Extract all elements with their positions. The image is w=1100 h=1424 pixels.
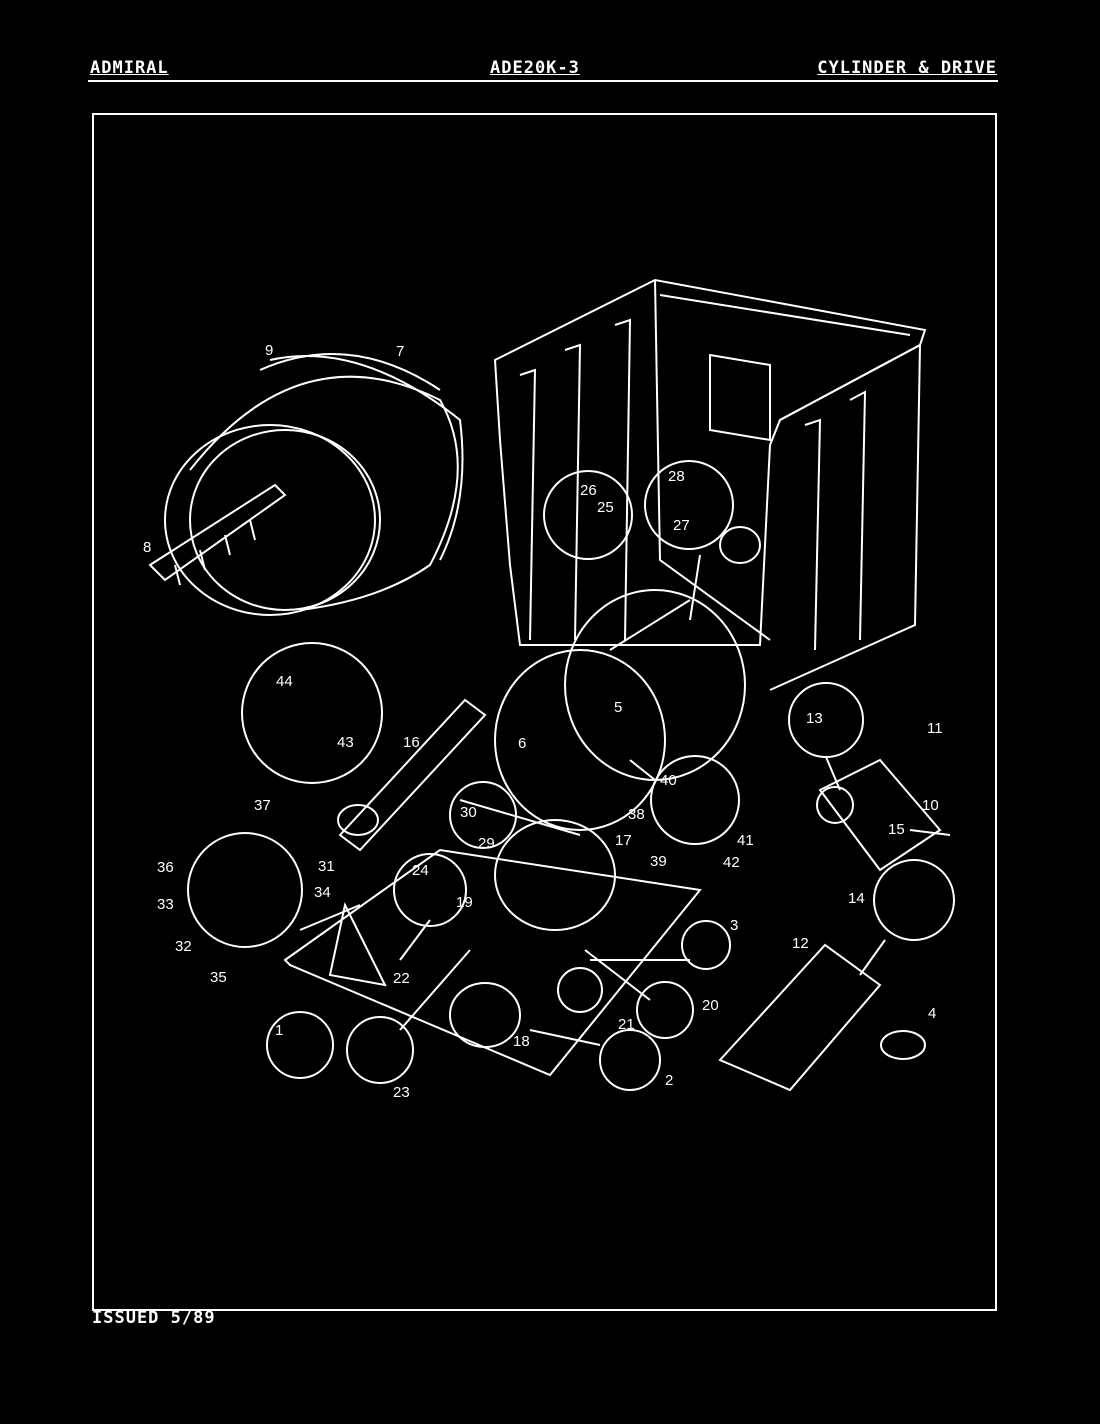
bulkhead-ring [564, 589, 746, 781]
callout-29: 29 [478, 835, 495, 852]
callout-24: 24 [412, 862, 429, 879]
callout-20: 20 [702, 997, 719, 1014]
callout-8: 8 [143, 539, 151, 556]
detail-circle-1 [266, 1011, 334, 1079]
callout-44: 44 [276, 673, 293, 690]
callout-labels: 1 2 3 4 5 6 7 8 9 10 11 12 13 14 15 16 1… [143, 342, 943, 1101]
callout-13: 13 [806, 710, 823, 727]
callout-5: 5 [614, 699, 622, 716]
callout-23: 23 [393, 1084, 410, 1101]
seal-ring [494, 649, 666, 831]
callout-25: 25 [597, 499, 614, 516]
callout-14: 14 [848, 890, 865, 907]
callout-7: 7 [396, 343, 404, 360]
callout-18: 18 [513, 1033, 530, 1050]
detail-circle-43 [241, 642, 383, 784]
callout-30: 30 [460, 804, 477, 821]
callout-26: 26 [580, 482, 597, 499]
detail-circle-32 [187, 832, 303, 948]
idler-bracket [718, 943, 882, 1092]
callout-2: 2 [665, 1072, 673, 1089]
section-title: CYLINDER & DRIVE [817, 58, 997, 78]
detail-circle-3 [681, 920, 731, 970]
drum-group [148, 353, 464, 616]
callout-16: 16 [403, 734, 420, 751]
diagram-border [92, 113, 997, 1311]
callout-34: 34 [314, 884, 331, 901]
callout-27: 27 [673, 517, 690, 534]
callout-4: 4 [928, 1005, 936, 1022]
detail-circle-38 [650, 755, 740, 845]
callout-40: 40 [660, 772, 677, 789]
issued-date: ISSUED 5/89 [92, 1308, 216, 1328]
detail-circle-2 [599, 1029, 661, 1091]
callout-42: 42 [723, 854, 740, 871]
model-number: ADE20K-3 [490, 58, 580, 78]
callout-41: 41 [737, 832, 754, 849]
callout-32: 32 [175, 938, 192, 955]
belt [338, 698, 487, 852]
detail-circle-14 [873, 859, 955, 941]
callout-36: 36 [157, 859, 174, 876]
callout-28: 28 [668, 468, 685, 485]
detail-circle-20 [636, 981, 694, 1039]
part-4 [880, 1030, 926, 1060]
cabinet-group [493, 278, 927, 691]
callout-9: 9 [265, 342, 273, 359]
callout-3: 3 [730, 917, 738, 934]
callout-31: 31 [318, 858, 335, 875]
detail-circle-27 [644, 460, 734, 550]
callout-38: 38 [628, 806, 645, 823]
detail-circle-13 [788, 682, 864, 758]
callout-37: 37 [254, 797, 271, 814]
callout-12: 12 [792, 935, 809, 952]
callout-1: 1 [275, 1022, 283, 1039]
detail-circle-30 [449, 781, 517, 849]
part-16-end [337, 804, 379, 836]
brand-label: ADMIRAL [90, 58, 169, 78]
callout-15: 15 [888, 821, 905, 838]
callout-19: 19 [456, 894, 473, 911]
base-group [283, 819, 702, 1077]
callout-35: 35 [210, 969, 227, 986]
callout-33: 33 [157, 896, 174, 913]
motor-group [816, 758, 951, 872]
detail-circle-25 [543, 470, 633, 560]
callout-10: 10 [922, 797, 939, 814]
callout-39: 39 [650, 853, 667, 870]
callout-22: 22 [393, 970, 410, 987]
detail-circle-24 [393, 853, 467, 927]
header-rule [88, 80, 998, 82]
callout-21: 21 [618, 1016, 635, 1033]
callout-17: 17 [615, 832, 632, 849]
detail-circle-23 [346, 1016, 414, 1084]
callout-6: 6 [518, 735, 526, 752]
callout-43: 43 [337, 734, 354, 751]
callout-11: 11 [927, 720, 943, 737]
